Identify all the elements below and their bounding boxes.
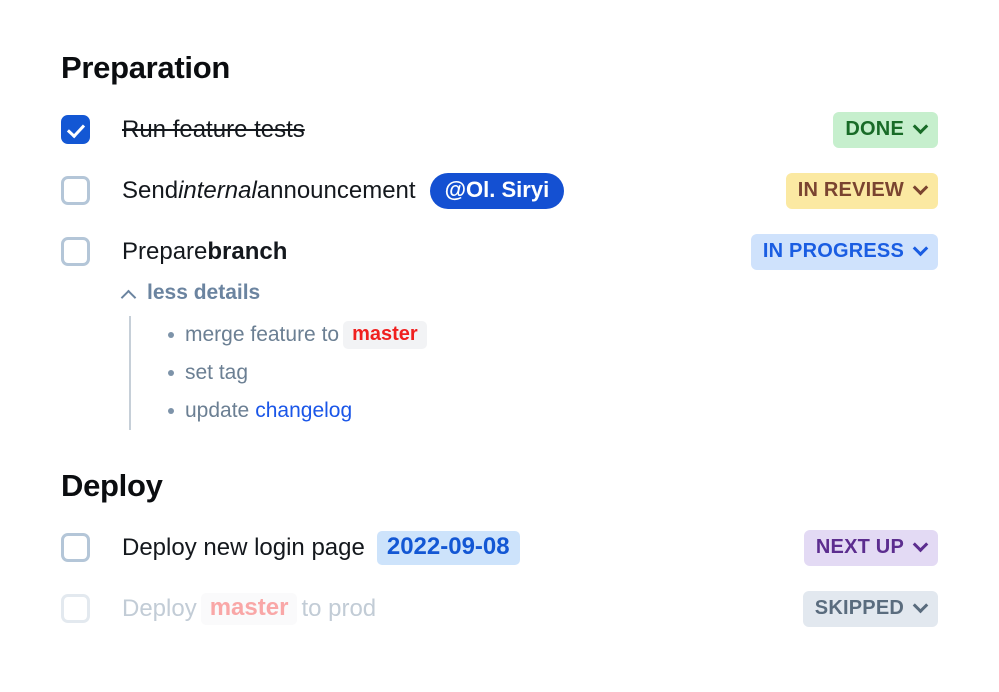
status-badge-skipped[interactable]: SKIPPED [802, 590, 938, 627]
task-label: Deploy master to prod [122, 592, 377, 625]
task-main: Prepare branch [61, 237, 751, 267]
task-row[interactable]: Run feature tests DONE [61, 99, 938, 160]
task-label-text-pre: Deploy [122, 594, 197, 622]
task-label-text: Deploy new login page [122, 533, 365, 561]
chevron-down-icon [914, 242, 927, 255]
task-checkbox-prepare-branch[interactable] [61, 237, 90, 266]
task-label: Send internal announcement @Ol. Siryi [122, 172, 565, 209]
date-chip[interactable]: 2022-09-08 [376, 530, 520, 565]
list-item[interactable]: update changelog [131, 392, 938, 430]
status-badge-next-up[interactable]: NEXT UP [803, 529, 938, 566]
task-row[interactable]: Deploy new login page 2022-09-08 NEXT UP [61, 517, 938, 578]
task-label-text-pre: Send [122, 176, 179, 204]
chevron-down-icon [914, 599, 927, 612]
status-badge-in-review[interactable]: IN REVIEW [785, 172, 938, 209]
code-chip-master: master [200, 592, 298, 625]
section-title-preparation: Preparation [61, 50, 230, 85]
code-chip-master: master [343, 321, 427, 349]
task-label: Prepare branch [122, 237, 287, 267]
chevron-down-icon [914, 538, 927, 551]
details-list: merge feature to master set tag update c… [129, 316, 938, 430]
task-label-text-bold: branch [207, 237, 288, 265]
task-details-prepare-branch: less details merge feature to master set… [61, 278, 938, 430]
task-label-text-italic: internal [178, 176, 257, 204]
task-label-text-post: announcement [256, 176, 416, 204]
details-toggle[interactable]: less details [122, 278, 938, 308]
task-row[interactable]: Prepare branch IN PROGRESS [61, 221, 938, 282]
task-row[interactable]: Deploy master to prod SKIPPED [61, 578, 938, 639]
task-label: Deploy new login page 2022-09-08 [122, 530, 520, 565]
status-badge-label: SKIPPED [814, 596, 904, 619]
task-main: Deploy master to prod [61, 592, 803, 625]
detail-text: update [185, 399, 250, 422]
status-badge-label: NEXT UP [815, 535, 904, 558]
task-label-text-post: to prod [301, 594, 377, 622]
changelog-link[interactable]: changelog [255, 399, 353, 422]
chevron-down-icon [914, 181, 927, 194]
task-main: Run feature tests [61, 115, 833, 145]
chevron-down-icon [914, 120, 927, 133]
task-checkbox-deploy-new-login-page[interactable] [61, 533, 90, 562]
list-item[interactable]: merge feature to master [131, 316, 938, 354]
status-badge-label: DONE [845, 117, 904, 140]
status-badge-in-progress[interactable]: IN PROGRESS [750, 233, 938, 270]
task-row[interactable]: Send internal announcement @Ol. Siryi IN… [61, 160, 938, 221]
task-checkbox-deploy-master-to-prod[interactable] [61, 594, 90, 623]
task-checkbox-run-feature-tests[interactable] [61, 115, 90, 144]
status-badge-label: IN REVIEW [797, 178, 904, 201]
status-badge-label: IN PROGRESS [762, 239, 904, 262]
task-checkbox-send-internal-announcement[interactable] [61, 176, 90, 205]
task-label: Run feature tests [122, 115, 305, 145]
task-label-text: Run feature tests [122, 115, 305, 143]
mention-chip[interactable]: @Ol. Siryi [429, 172, 565, 209]
detail-text: merge feature to [185, 323, 340, 346]
section-title-deploy: Deploy [61, 468, 163, 503]
details-toggle-label: less details [147, 281, 261, 304]
list-item[interactable]: set tag [131, 354, 938, 392]
task-label-text-pre: Prepare [122, 237, 208, 265]
detail-text: set tag [185, 361, 249, 384]
task-main: Send internal announcement @Ol. Siryi [61, 172, 786, 209]
status-badge-done[interactable]: DONE [833, 111, 938, 148]
task-main: Deploy new login page 2022-09-08 [61, 530, 804, 565]
chevron-up-icon [122, 288, 136, 302]
